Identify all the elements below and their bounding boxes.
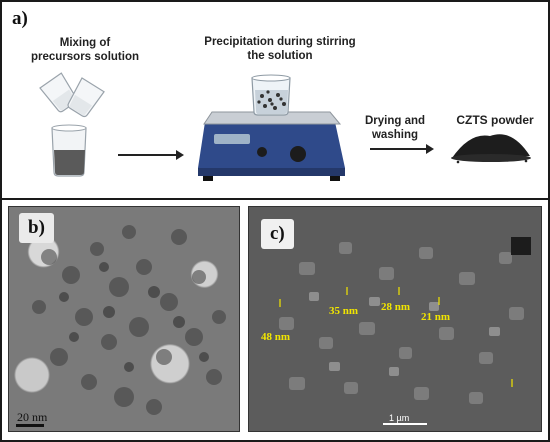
czts-powder-label: CZTS powder: [456, 113, 534, 127]
tem-scale-bar: [16, 424, 44, 427]
mixing-step-label: Mixing of precursors solution: [31, 37, 139, 63]
beaker-right-icon: [67, 77, 105, 118]
tem-particles: [32, 225, 226, 415]
panel-b-letter: b): [19, 213, 54, 243]
particle-label-48nm: 48 nm: [261, 331, 291, 343]
sem-particles: [269, 237, 531, 404]
stirring-beaker-icon: [251, 74, 291, 116]
arrow-stir-to-powder: [370, 144, 434, 154]
drying-step-label: Drying and washing: [364, 115, 426, 141]
particle-label-28nm: 28 nm: [381, 301, 411, 313]
panel-c-letter: c): [261, 219, 294, 249]
tem-scale-label: 20 nm: [17, 410, 48, 424]
particle-label-21nm: 21 nm: [421, 311, 451, 323]
arrow-mix-to-stir: [118, 150, 184, 160]
precipitation-step-label: Precipitation during stirring the soluti…: [204, 36, 356, 62]
czts-powder-icon: [451, 134, 531, 164]
tem-image: b) 20 nm: [8, 206, 240, 432]
particle-label-35nm: 35 nm: [329, 305, 359, 317]
panel-a-letter: a): [12, 8, 28, 29]
process-illustrations: [39, 72, 531, 181]
magnetic-stirrer-icon: [198, 111, 345, 181]
beaker-solution-icon: [51, 124, 87, 177]
sem-scale-label: 1 µm: [389, 413, 410, 423]
sem-scale-bar: [383, 423, 427, 425]
panel-divider: [2, 198, 548, 200]
sem-image: c) 48 nm 35 nm 28 nm 21 nm 1 µm: [248, 206, 542, 432]
